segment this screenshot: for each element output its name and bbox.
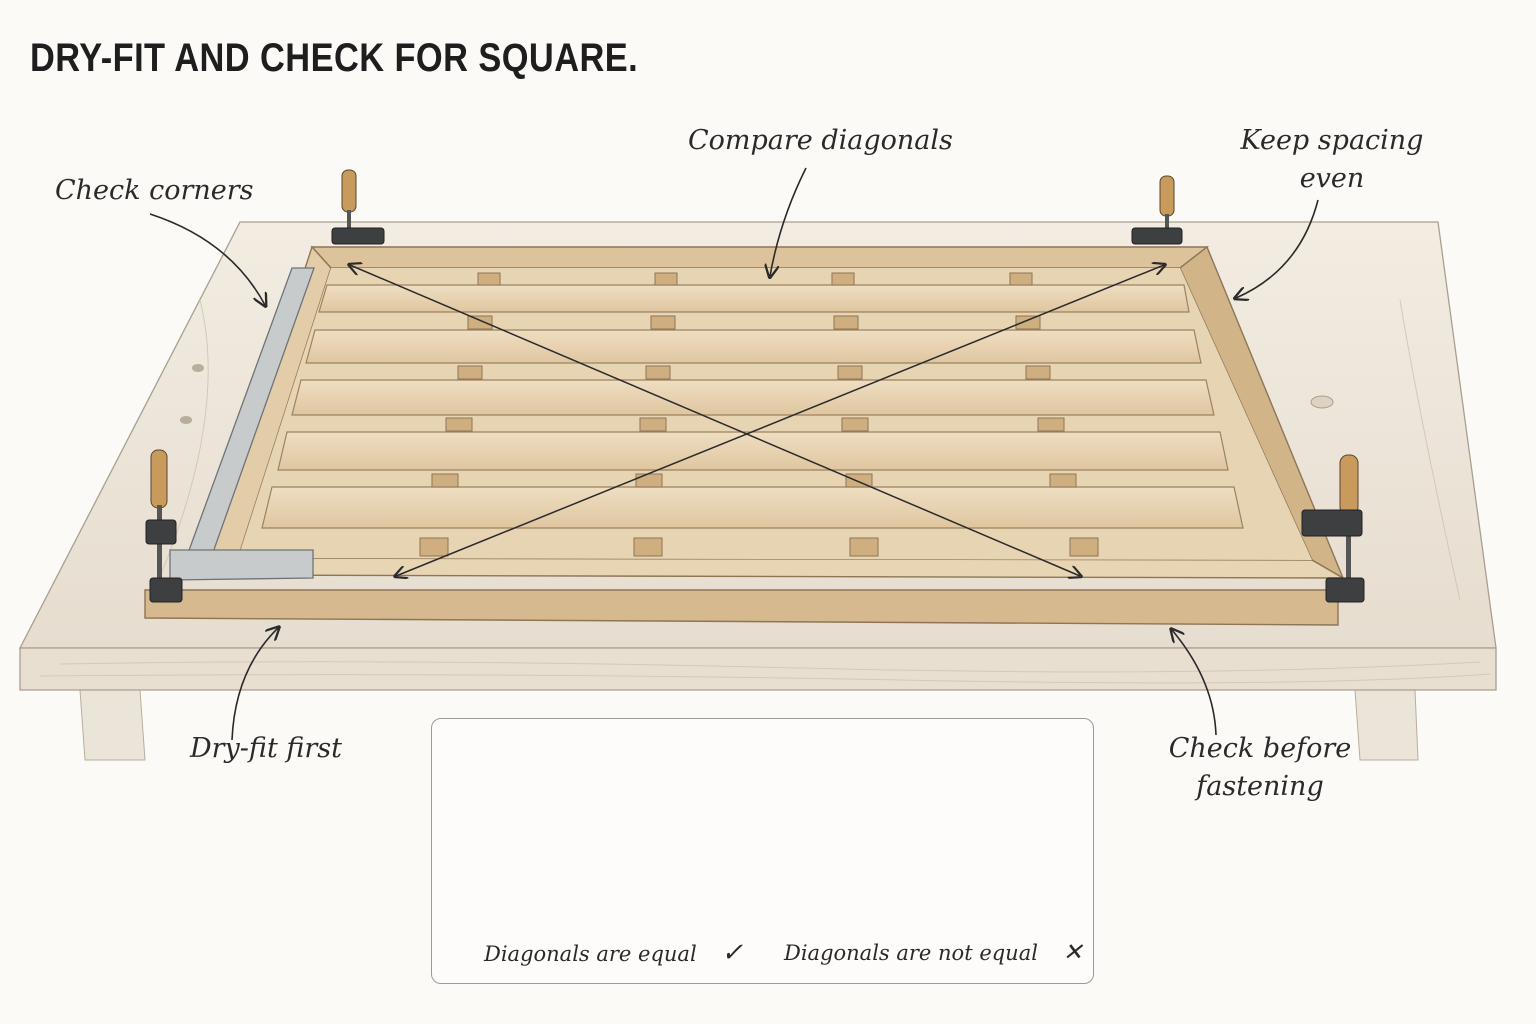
spacer <box>654 272 678 286</box>
spacer <box>837 365 863 380</box>
callout-text-line1: Check before <box>1168 733 1352 764</box>
framing-square <box>169 267 315 581</box>
frame-bottom-rail-top <box>204 557 1346 579</box>
slat <box>291 379 1215 416</box>
spacer <box>645 365 671 380</box>
callout-dry-fit-first: Dry-fit first <box>190 730 342 768</box>
cross-mark-icon: ✕ <box>1062 938 1083 966</box>
spacer <box>633 537 663 557</box>
clamp-bottom-right <box>1301 454 1365 603</box>
callout-text-line1: Keep spacing <box>1240 125 1424 156</box>
spacer <box>457 365 483 380</box>
arrow-keep-spacing <box>1236 199 1319 298</box>
spacer <box>477 272 501 286</box>
diagonal-lines <box>350 265 1164 576</box>
spacer <box>431 473 459 488</box>
slat <box>277 431 1229 471</box>
callout-arrows <box>149 167 1319 741</box>
caption-not-equal: Diagonals are not equal ✕ <box>784 938 1083 966</box>
check-mark-icon: ✓ <box>721 938 744 968</box>
caption-not-equal-text: Diagonals are not equal <box>784 941 1038 965</box>
callout-text: Check corners <box>55 175 254 206</box>
spacer <box>849 537 879 557</box>
clamp-top-left <box>331 169 385 245</box>
spacer <box>1037 417 1065 432</box>
arrow-compare-diagonals <box>770 167 807 276</box>
spacer <box>1025 365 1051 380</box>
callout-text-line2: even <box>1299 163 1365 194</box>
spacer <box>467 315 493 330</box>
caption-equal-text: Diagonals are equal <box>484 942 697 966</box>
arrow-dry-fit <box>231 628 278 741</box>
spacer <box>1069 537 1099 557</box>
slat <box>305 329 1202 364</box>
spacer <box>1049 473 1077 488</box>
frame-bottom-rail-front <box>144 589 1339 626</box>
clamp-top-right <box>1131 175 1183 245</box>
arrow-check-before <box>1172 630 1217 736</box>
spacer <box>831 272 855 286</box>
callout-compare-diagonals: Compare diagonals <box>688 122 953 160</box>
bench-legs <box>79 689 1419 761</box>
callout-text-line2: fastening <box>1196 771 1324 802</box>
bench-dog-hole <box>192 364 204 372</box>
spacer <box>1009 272 1033 286</box>
callout-text: Compare diagonals <box>688 125 953 156</box>
spacer <box>445 417 473 432</box>
callout-check-before-fastening: Check before fastening <box>1160 730 1360 806</box>
slat <box>261 486 1244 529</box>
spacer <box>650 315 676 330</box>
spacer <box>419 537 449 557</box>
spacer <box>833 315 859 330</box>
spacer <box>635 473 663 488</box>
bench-dog-hole <box>180 416 192 424</box>
bench-dog-hole <box>1310 395 1334 409</box>
caption-equal: Diagonals are equal ✓ <box>484 938 743 968</box>
callout-text: Dry-fit first <box>190 733 342 764</box>
clamp-bottom-left <box>145 449 183 603</box>
callout-keep-spacing: Keep spacing even <box>1232 122 1432 198</box>
comparison-inset-panel <box>431 718 1094 984</box>
arrow-check-corners <box>149 213 265 305</box>
spacer <box>841 417 869 432</box>
frame-top-rail <box>310 246 1210 269</box>
spacer <box>1015 315 1041 330</box>
callout-check-corners: Check corners <box>55 172 254 210</box>
page-title: DRY-FIT AND CHECK FOR SQUARE. <box>30 36 639 80</box>
spacer <box>639 417 667 432</box>
